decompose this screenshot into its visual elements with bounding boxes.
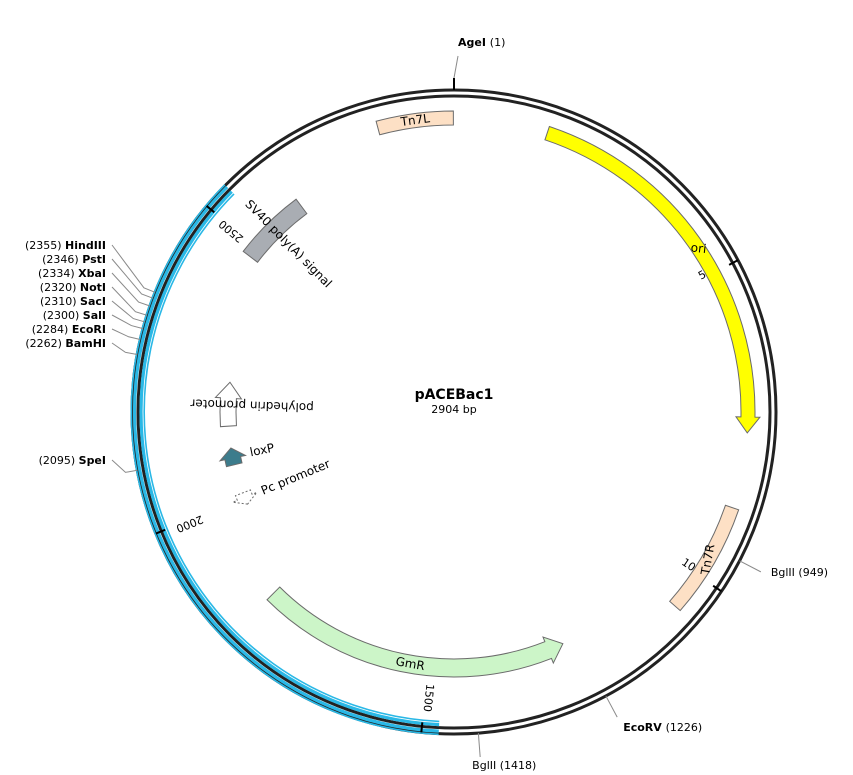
tn7l-label: Tn7L <box>399 111 431 129</box>
site-position: (2320) <box>40 281 80 294</box>
site-name: PstI <box>82 253 106 266</box>
site-label-hindiii-2355: (2355) HindIII <box>25 239 106 252</box>
site-position: (1226) <box>666 721 703 734</box>
site-label-bglii-949: BglII (949) <box>771 566 828 579</box>
site-name: NotI <box>80 281 106 294</box>
pc_promoter-feature <box>230 489 259 505</box>
site-leader-bamhi-2262 <box>111 342 138 355</box>
site-leader-saci-2310 <box>111 300 145 323</box>
site-position: (2346) <box>42 253 82 266</box>
site-label-bglii-1418: BglII (1418) <box>472 759 536 772</box>
bp-tick-label-2500: 2500 <box>216 217 246 245</box>
site-label-psti-2346: (2346) PstI <box>42 253 106 266</box>
tn7l-feature <box>375 110 454 136</box>
site-label-ecorv-1226: EcoRV (1226) <box>623 721 702 734</box>
ori-feature <box>544 125 761 434</box>
site-label-ecori-2284: (2284) EcoRI <box>32 323 106 336</box>
site-leader-hindiii-2355 <box>111 244 156 293</box>
gmr-feature <box>266 586 564 678</box>
site-position: (1418) <box>500 759 537 772</box>
site-name: SalI <box>83 309 106 322</box>
site-name: EcoRI <box>72 323 106 336</box>
loxp-label: loxP <box>249 441 276 460</box>
tn7r-label: Tn7R <box>698 543 717 577</box>
site-name: EcoRV <box>623 721 665 734</box>
site-name: BglII <box>771 566 799 579</box>
site-label-agei-1: AgeI (1) <box>458 36 505 49</box>
site-position: (2355) <box>25 239 65 252</box>
site-position: (2334) <box>38 267 78 280</box>
site-name: HindIII <box>65 239 106 252</box>
site-leader-bglii-949 <box>739 560 762 573</box>
highlight-region-outer <box>132 185 439 733</box>
bp-tick-label-2000: 2000 <box>174 512 205 535</box>
site-leader-psti-2346 <box>111 258 153 299</box>
bp-tick-2000 <box>155 528 166 535</box>
pc_promoter-label: Pc promoter <box>259 457 332 498</box>
gmr-label: GmR <box>395 654 426 673</box>
site-position: (2300) <box>43 309 83 322</box>
site-name: XbaI <box>78 267 106 280</box>
polyhedrin-label: polyhedrin promoter <box>190 396 314 414</box>
site-position: (2284) <box>32 323 72 336</box>
site-label-sali-2300: (2300) SalI <box>43 309 106 322</box>
site-leader-ecori-2284 <box>111 328 141 340</box>
site-position: (2262) <box>25 337 65 350</box>
site-leader-sali-2300 <box>111 314 144 330</box>
highlight-region-edge <box>130 184 439 736</box>
site-leader-xbai-2334 <box>111 272 151 307</box>
site-position: (2310) <box>40 295 80 308</box>
bp-tick-label-1500: 1500 <box>421 683 437 712</box>
site-label-bamhi-2262: (2262) BamHI <box>25 337 106 350</box>
site-leader-noti-2320 <box>111 286 148 316</box>
tn7r-feature <box>668 504 740 612</box>
site-leader-agei-1 <box>453 55 459 79</box>
site-name: BglII <box>472 759 500 772</box>
site-leader-bglii-1418 <box>477 733 481 758</box>
polyhedrin-feature <box>214 381 243 428</box>
sv40-feature <box>242 198 308 263</box>
site-name: AgeI <box>458 36 490 49</box>
highlight-region-inner <box>139 190 440 727</box>
backbone-inner-strand <box>136 94 772 730</box>
bp-tick-2500 <box>205 205 215 214</box>
bp-tick-500 <box>728 259 739 266</box>
site-name: SpeI <box>79 454 106 467</box>
site-position: (949) <box>798 566 828 579</box>
loxp-feature <box>218 447 247 468</box>
plasmid-size: 2904 bp <box>431 403 476 416</box>
plasmid-name: pACEBac1 <box>415 387 494 403</box>
site-label-noti-2320: (2320) NotI <box>40 281 106 294</box>
ori-label: ori <box>690 240 707 256</box>
bp-tick-1500 <box>420 722 424 733</box>
site-leader-ecorv-1226 <box>605 695 618 718</box>
site-layer: AgeI (1) BglII (949) EcoRV (1226) BglII (14… <box>25 36 828 772</box>
site-position: (1) <box>490 36 506 49</box>
site-label-saci-2310: (2310) SacI <box>40 295 106 308</box>
site-label-xbai-2334: (2334) XbaI <box>38 267 106 280</box>
highlight-region-edge <box>143 193 440 723</box>
site-name: BamHI <box>65 337 106 350</box>
site-label-spei-2095: (2095) SpeI <box>39 454 106 467</box>
site-name: SacI <box>80 295 106 308</box>
bp-tick-1000 <box>712 584 722 593</box>
site-position: (2095) <box>39 454 79 467</box>
site-leader-spei-2095 <box>111 459 138 473</box>
